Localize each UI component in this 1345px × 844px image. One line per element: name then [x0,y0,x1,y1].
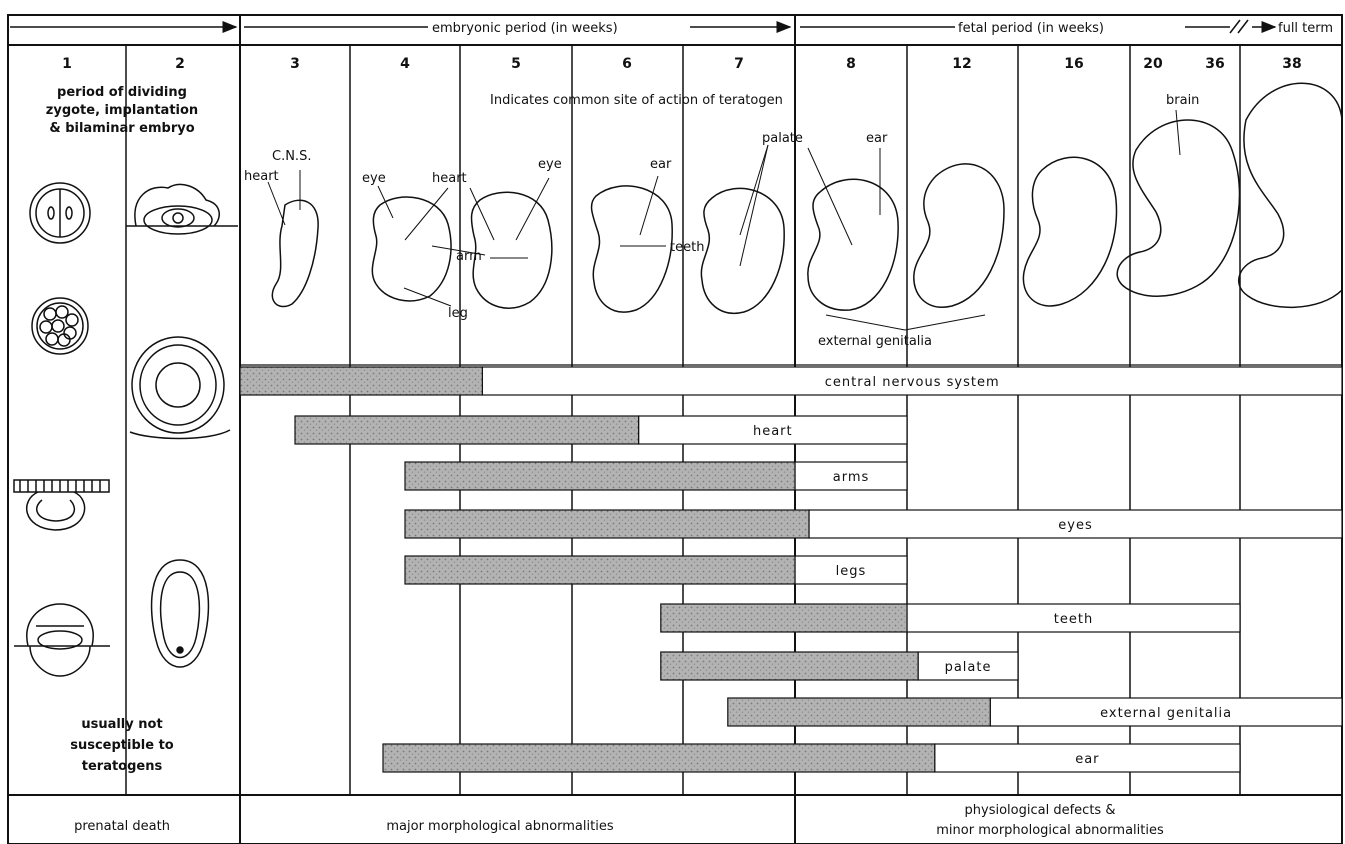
not-susceptible-text: teratogens [82,759,163,774]
annotation-leaders [268,110,1180,330]
early-period-text: & bilaminar embryo [49,121,194,136]
week-label: 8 [846,56,856,72]
ear-label: ear [866,131,888,146]
critical-period-bar [240,367,482,395]
morula-icon [32,298,88,354]
week2-implantation-icon [126,184,238,234]
critical-period-bar [405,510,809,538]
bar-label: external genitalia [1100,706,1232,721]
week7-embryo-icon [701,188,784,313]
bar-label: ear [1075,752,1099,767]
eye-label: eye [538,157,562,172]
week-label: 1 [62,56,72,72]
week4-embryo-icon [372,197,451,301]
heart-label: heart [432,171,467,186]
week3-embryo-icon [272,200,318,306]
week2-chorion-icon [152,560,209,667]
week-label: 2 [175,56,185,72]
bar-label: heart [753,424,793,439]
arm-label: arm [456,249,482,264]
ear-label: ear [650,157,672,172]
week-label: 16 [1064,56,1083,72]
palate-label: palate [762,131,803,146]
legend-text: Indicates common site of action of terat… [490,93,783,108]
week-label: 3 [290,56,300,72]
bar-row: legs [405,556,907,584]
critical-period-bar [661,604,907,632]
eye-label: eye [362,171,386,186]
bar-row: arms [405,462,907,490]
teeth-label: teeth [670,240,704,255]
bar-row: palate [661,652,1018,680]
week5-embryo-icon [472,192,552,308]
early-period-text: zygote, implantation [46,103,198,118]
not-susceptible-text: usually not [81,717,162,732]
minor-abnormalities-label: minor morphological abnormalities [936,823,1164,838]
week-label: 6 [622,56,632,72]
bar-label: legs [836,564,867,579]
implantation-icon [14,480,109,530]
week6-embryo-icon [592,186,673,312]
week-label: 5 [511,56,521,72]
week-label: 38 [1282,56,1301,72]
physiological-defects-label: physiological defects & [965,803,1116,818]
week20-fetus-icon [1117,120,1239,296]
genitalia-label: external genitalia [818,334,932,349]
week38-fetus-icon [1239,83,1342,307]
embryo-illustrations [272,83,1342,313]
leg-label: leg [448,306,468,321]
critical-period-bar [383,744,935,772]
critical-period-bar [295,416,639,444]
week-labels: 1 2 3 4 5 6 7 8 12 16 20 36 38 [62,56,1302,72]
critical-period-bar [405,556,795,584]
bar-row: external genitalia [728,698,1342,726]
bar-row: teeth [661,604,1240,632]
bar-label: arms [833,470,870,485]
critical-period-bar [405,462,795,490]
prenatal-death-label: prenatal death [74,819,170,834]
bar-row: central nervous system [240,367,1342,395]
week-label: 4 [400,56,410,72]
bar-label: palate [945,660,992,675]
bar-label: eyes [1058,518,1092,533]
full-term-header: full term [1278,21,1333,36]
bar-row: heart [295,416,907,444]
critical-period-bar [661,652,918,680]
early-period-text: period of dividing [57,85,187,100]
week-label: 36 [1205,56,1224,72]
bilaminar-embryo-icon [14,604,110,676]
zygote-two-cell-icon [30,183,90,243]
bar-label: teeth [1054,612,1093,627]
brain-label: brain [1166,93,1199,108]
embryonic-period-header: embryonic period (in weeks) [432,21,618,36]
week16-fetus-icon [1023,157,1116,306]
week12-fetus-icon [914,164,1004,307]
not-susceptible-text: susceptible to [70,738,174,753]
week8-fetus-icon [808,179,898,310]
week-label: 7 [734,56,744,72]
week-label: 20 [1143,56,1163,72]
susceptibility-bars: central nervous system heart arms eyes legs t… [240,367,1342,772]
fetal-period-header: fetal period (in weeks) [958,21,1104,36]
critical-period-bar [728,698,990,726]
bar-row: eyes [405,510,1342,538]
week2-blastocyst-icon [130,337,230,439]
cns-label: C.N.S. [272,149,311,164]
bar-label: central nervous system [825,375,1000,390]
bar-row: ear [383,744,1240,772]
major-abnormalities-label: major morphological abnormalities [386,819,613,834]
week-label: 12 [952,56,971,72]
heart-label: heart [244,169,279,184]
